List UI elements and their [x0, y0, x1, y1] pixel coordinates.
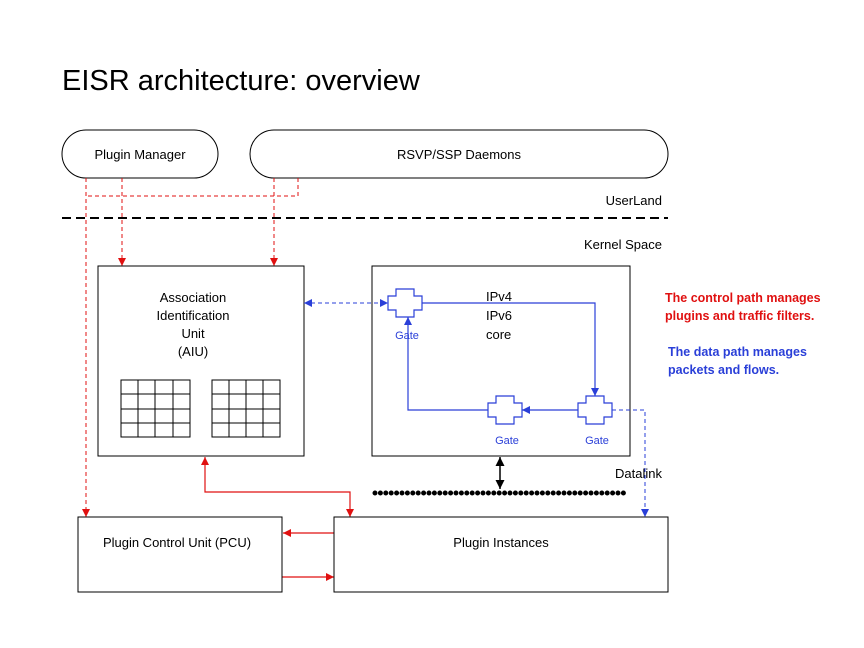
kernel-space-label: Kernel Space [584, 237, 662, 252]
aiu-outline [97, 265, 305, 457]
aiu-label-line-2: Identification [157, 308, 230, 323]
slide-title: EISR architecture: overview [62, 65, 421, 97]
core-label-line-1: IPv4 [486, 289, 512, 304]
aiu-label-line-1: Association [160, 290, 226, 305]
plugin-manager-outline [61, 129, 219, 179]
control-path-note-line-1: The control path manages [665, 291, 821, 305]
data-path-note: The data path manages packets and flows. [668, 345, 807, 377]
core-label-line-3: core [486, 327, 511, 342]
daemons-node: RSVP/SSP Daemons [249, 129, 669, 179]
pcu-box: Plugin Control Unit (PCU) [77, 516, 283, 593]
datalink-label: Datalink [615, 466, 662, 481]
ip-core-box: IPv4 IPv6 core Gate Gate Gate [371, 265, 631, 457]
pcu-label: Plugin Control Unit (PCU) [103, 535, 251, 550]
daemons-label: RSVP/SSP Daemons [397, 147, 522, 162]
aiu-table-right [211, 379, 281, 438]
gate-icon [487, 395, 523, 425]
plugin-instances-outline [333, 516, 669, 593]
data-path-gate2-to-gate1 [404, 317, 488, 411]
gate-icon [387, 288, 423, 318]
plugin-manager-node: Plugin Manager [61, 129, 219, 179]
pcu-outline [77, 516, 283, 593]
userland-label: UserLand [606, 193, 662, 208]
gate-to-plugin-instances-link [612, 409, 649, 517]
plugin-manager-label: Plugin Manager [94, 147, 186, 162]
gate-label: Gate [495, 435, 519, 447]
plugin-instances-aiu-link [201, 457, 354, 517]
gate-label: Gate [585, 435, 609, 447]
core-label-line-2: IPv6 [486, 308, 512, 323]
control-path-note: The control path manages plugins and tra… [665, 291, 821, 323]
gate-label: Gate [395, 330, 419, 342]
control-path-note-line-2: plugins and traffic filters. [665, 309, 814, 323]
aiu-table-left [120, 379, 191, 438]
aiu-label-line-4: (AIU) [178, 344, 208, 359]
aiu-box: Association Identification Unit (AIU) [97, 265, 305, 457]
aiu-label-line-3: Unit [181, 326, 205, 341]
plugin-instances-label: Plugin Instances [453, 535, 549, 550]
plugin-instances-box: Plugin Instances [333, 516, 669, 593]
control-path-userland-links [82, 178, 299, 517]
data-path-gate1-to-gate3 [422, 302, 599, 396]
daemons-to-pcu-link [86, 178, 299, 197]
gate-icon [577, 395, 613, 425]
data-path-note-line-1: The data path manages [668, 345, 807, 359]
daemons-outline [249, 129, 669, 179]
data-path-note-line-2: packets and flows. [668, 363, 779, 377]
